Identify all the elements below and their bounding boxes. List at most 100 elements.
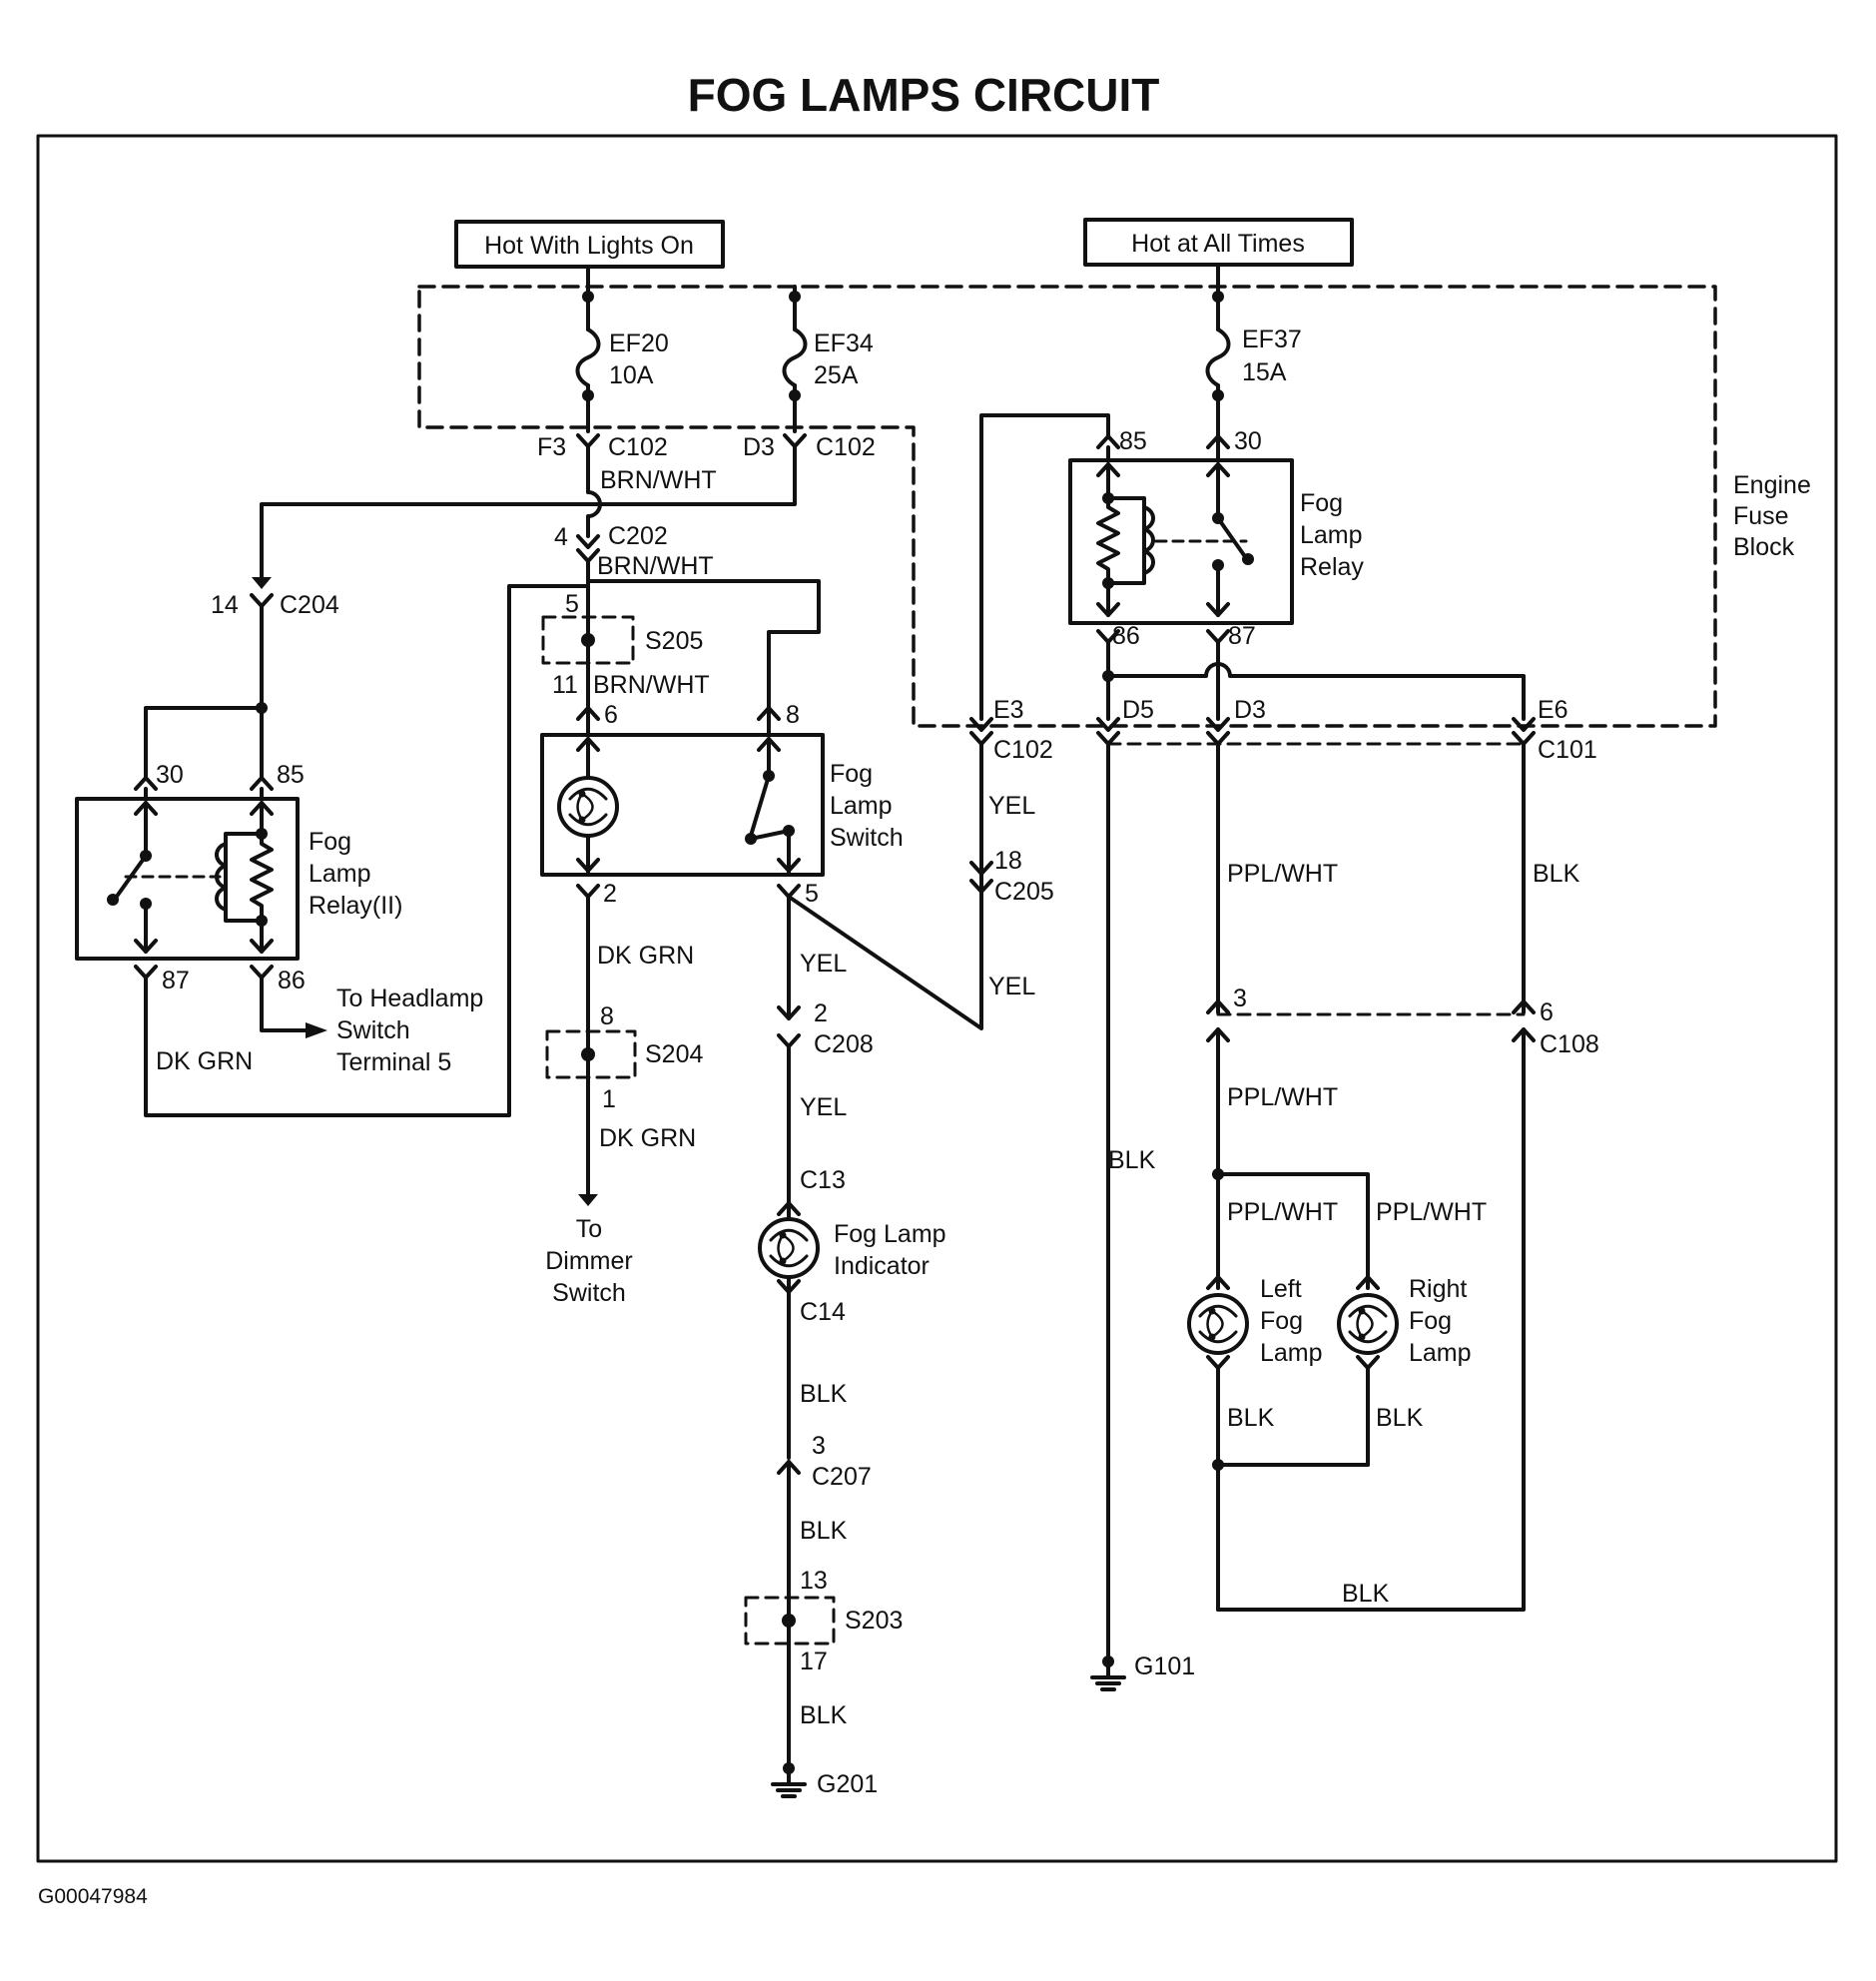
source-lights-on-label: Hot With Lights On [484,232,694,260]
diagram-frame [36,134,1838,1863]
switch-pin-2-label: 2 [603,880,617,908]
pin-f3-label: F3 [537,433,566,461]
wire-label-yel-3: YEL [800,1093,847,1121]
connector-c102-d3: D3 C102 [743,433,876,461]
wire-d3-to-relay-ii [260,444,797,579]
wire-label-blk-3: BLK [800,1701,848,1729]
left-fog-lamp: Left Fog Lamp [1187,1275,1323,1370]
pin-d3-c101-label: D3 [1234,696,1266,724]
wire-label-brn-wht-3: BRN/WHT [593,671,710,699]
pin-5-label: 5 [565,590,579,618]
splice-s204: S204 8 1 [545,1002,703,1113]
switch-pin-6-label: 6 [604,701,618,729]
relay-label-3: Relay [1300,553,1364,581]
wire-label-dk-grn-3: DK GRN [156,1047,253,1075]
pin-6-c108-label: 6 [1540,998,1554,1026]
fog-lamp-indicator: C13 C14 Fog Lamp Indicator [758,1166,946,1326]
engine-fuse-block-label-1: Engine [1733,471,1811,499]
relay-pin-30-label: 30 [1234,427,1262,455]
wire-label-dk-grn-2: DK GRN [599,1124,696,1152]
fog-lamp-relay: 85 30 Fog Lamp Relay [1068,427,1364,625]
relay-ii-pin-87-label: 87 [162,967,190,994]
wire-label-ppl-wht-3: PPL/WHT [1227,1198,1338,1226]
wire-label-brn-wht-1: BRN/WHT [600,466,717,494]
relay-ii-label-2: Lamp [309,860,371,888]
headlamp-note-2: Switch [336,1016,410,1044]
source-all-times-label: Hot at All Times [1131,230,1305,258]
relay-ii-label-3: Relay(II) [309,892,402,920]
indicator-label-1: Fog Lamp [834,1220,946,1248]
wire-label-blk-8: BLK [1342,1580,1390,1608]
pin-4-label: 4 [554,523,568,551]
relay-ii-pin-30-label: 30 [156,761,184,789]
connector-c205: 18 C205 [969,847,1054,906]
wire-ppl-wht-to-right-lamp [1216,1172,1370,1290]
right-lamp-label-3: Lamp [1409,1339,1472,1367]
relay-pin-86-label: 86 [1112,622,1140,650]
wire-dk-grn-relay-ii-87-loop [144,584,590,1117]
engine-fuse-block-label-3: Block [1733,533,1795,561]
wire-label-blk-5: BLK [1533,860,1580,888]
pin-8-s204-label: 8 [600,1002,614,1030]
connector-c108-label: C108 [1540,1030,1599,1058]
wire-label-ppl-wht-2: PPL/WHT [1227,1083,1338,1111]
arrow-c204 [252,577,272,589]
left-lamp-label-1: Left [1260,1275,1302,1303]
headlamp-note-1: To Headlamp [336,985,483,1012]
wire-label-blk-1: BLK [800,1380,848,1408]
figure-id: G00047984 [38,1885,148,1908]
fuse-ef34: EF34 25A [782,285,874,433]
pin-1-s204-label: 1 [602,1085,616,1113]
right-lamp-label-1: Right [1409,1275,1467,1303]
ground-g101: G101 [1090,1652,1195,1691]
wire-label-brn-wht-2: BRN/WHT [597,552,714,580]
wire-label-blk-2: BLK [800,1517,848,1545]
wire-relay-85-to-e3 [979,413,1110,721]
right-lamp-label-2: Fog [1409,1307,1452,1335]
switch-pin-5-label: 5 [805,880,819,908]
connector-c207-label: C207 [812,1463,872,1491]
headlamp-note-3: Terminal 5 [336,1048,451,1076]
connector-c102-f3: F3 C102 [537,433,668,461]
fuse-ef20: EF20 10A [575,285,669,433]
pin-14-label: 14 [211,591,239,619]
dimmer-note-1: To [576,1215,602,1243]
pin-3-c207-label: 3 [812,1432,826,1460]
engine-fuse-block-label-2: Fuse [1733,502,1789,530]
splice-s203: S203 13 17 [744,1567,903,1675]
switch-pin-8-label: 8 [786,701,800,729]
wire-relay-ii-86-to-headlamp [260,976,310,1032]
connector-c102-label-a: C102 [608,433,668,461]
wire-label-blk-6: BLK [1227,1404,1275,1432]
relay-label-1: Fog [1300,489,1343,517]
source-hot-at-all-times: Hot at All Times [1083,218,1354,267]
pin-e3-label: E3 [993,696,1024,724]
fog-lamp-switch: 6 8 Fog Lamp Switch [540,701,904,877]
splice-s204-label: S204 [645,1040,703,1068]
fuse-ef37: EF37 15A [1205,263,1302,441]
connector-c208-label: C208 [814,1030,874,1058]
wire-blk-return-to-c108 [1216,1027,1526,1612]
wire-label-yel-4: YEL [988,792,1035,820]
right-fog-lamp: Right Fog Lamp [1337,1275,1472,1370]
relay-ii-label-1: Fog [309,828,351,856]
fuse-ef37-rating: 15A [1242,358,1287,386]
connector-e3-c102: E3 C102 [969,696,1053,764]
arrow-to-dimmer [578,1194,598,1206]
relay-ii-pin-86-label: 86 [278,967,306,994]
connector-c102-label-c: C102 [993,736,1053,764]
connector-c205-label: C205 [994,878,1054,906]
connector-c14-label: C14 [800,1298,846,1326]
relay-label-2: Lamp [1300,521,1363,549]
connector-c13-label: C13 [800,1166,846,1194]
wire-relay-ii-30-feed [144,706,264,780]
pin-11-label: 11 [552,671,578,699]
pin-e6-label: E6 [1538,696,1568,724]
splice-s205-label: S205 [645,627,703,655]
wire-86-bus-to-e6 [1106,662,1526,721]
wire-label-blk-4: BLK [1108,1146,1156,1174]
indicator-label-2: Indicator [834,1252,930,1280]
engine-fuse-block-outline [417,285,1717,728]
pin-13-label: 13 [800,1567,828,1595]
